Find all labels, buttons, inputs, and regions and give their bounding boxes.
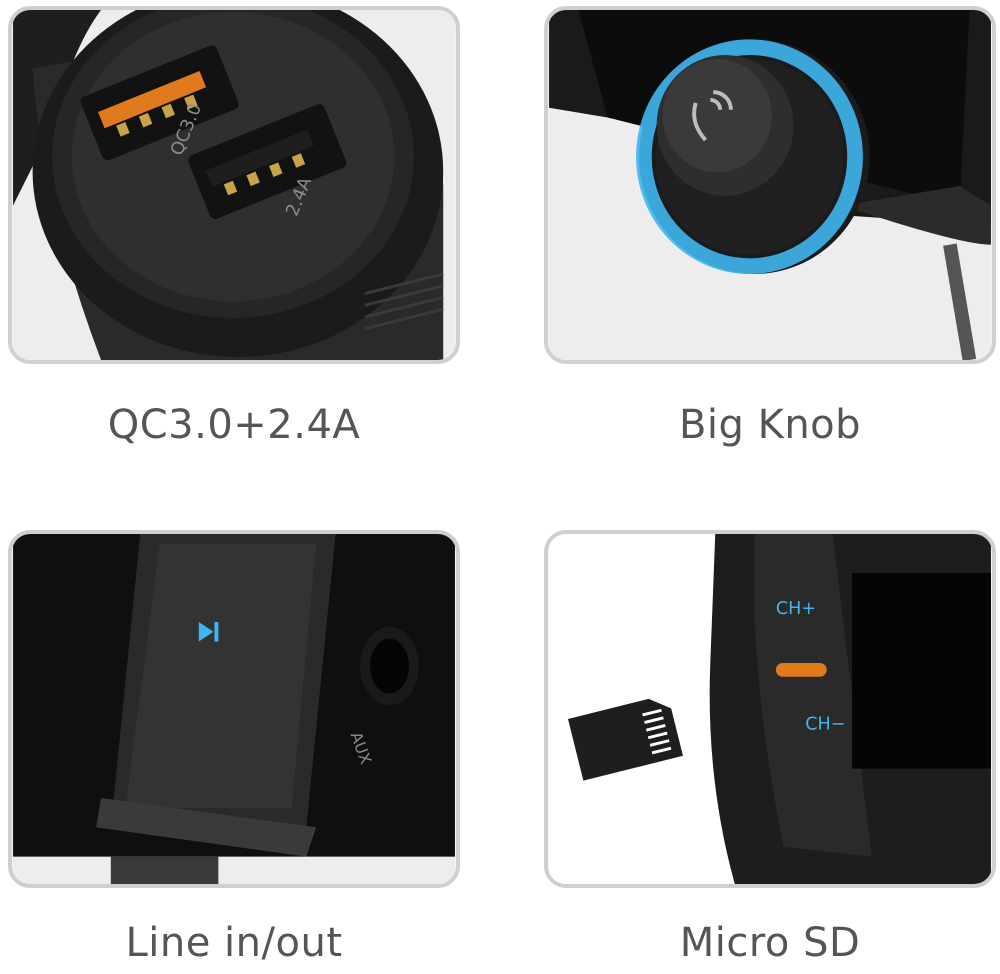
caption-line-in-out: Line in/out [125,920,343,966]
ch-plus-label: CH+ [776,599,816,619]
panel-big-knob [544,6,996,364]
caption-micro-sd: Micro SD [679,920,861,966]
panel-line-in-out: AUX [8,530,460,888]
aux-jack-illustration: AUX [13,534,455,884]
caption-big-knob: Big Knob [678,402,862,448]
usb-charger-illustration: QC3.0 2.4A [13,10,455,360]
micro-sd-card-icon [567,698,683,781]
knob-illustration [549,10,991,360]
caption-usb-ports: QC3.0+2.4A [107,402,361,448]
channel-rocker [775,663,827,677]
play-pause-icon [198,621,214,642]
panel-micro-sd: CH+ CH− [544,530,996,888]
aux-port [369,638,409,694]
phone-icon [692,90,733,142]
panel-usb-ports: QC3.0 2.4A [8,6,460,364]
micro-sd-illustration: CH+ CH− [549,534,991,884]
ch-minus-label: CH− [805,715,845,735]
